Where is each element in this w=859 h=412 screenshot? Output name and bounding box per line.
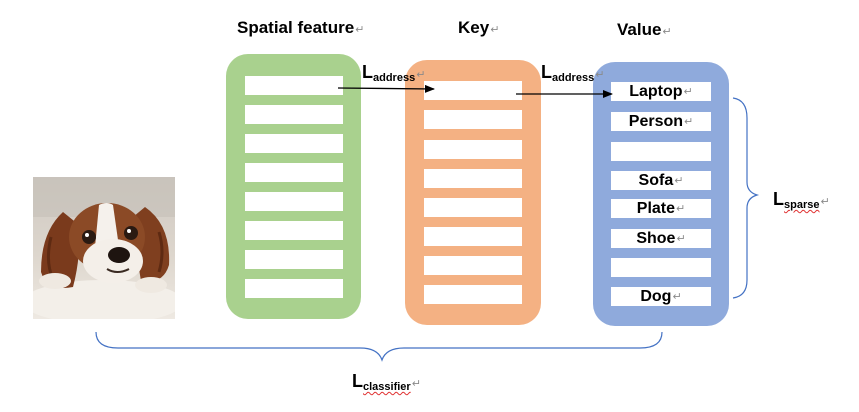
value-column: Laptop↵ Person↵ Sofa↵ Plate↵ Shoe↵ Dog↵ — [593, 62, 729, 326]
key-cell — [424, 285, 522, 304]
value-cell-dog: Dog↵ — [611, 287, 711, 306]
address-arrow-1 — [337, 84, 435, 93]
paragraph-mark: ↵ — [674, 175, 684, 187]
paragraph-mark: ↵ — [820, 196, 830, 208]
value-label: Sofa — [638, 171, 674, 189]
spatial-cell — [245, 221, 343, 240]
paragraph-mark: ↵ — [595, 69, 605, 81]
key-cell — [424, 81, 522, 100]
spatial-cell — [245, 250, 343, 269]
value-heading: Value↵ — [617, 20, 672, 40]
spatial-cell — [245, 163, 343, 182]
value-label: Laptop — [629, 82, 683, 100]
paragraph-mark: ↵ — [683, 86, 693, 98]
spatial-feature-heading-text: Spatial feature — [237, 18, 355, 37]
paragraph-mark: ↵ — [676, 233, 686, 245]
value-heading-text: Value — [617, 20, 662, 39]
paragraph-mark: ↵ — [676, 203, 686, 215]
value-label: Dog — [640, 287, 672, 305]
dog-photo — [33, 177, 175, 319]
paragraph-mark: ↵ — [416, 69, 426, 81]
dog-illustration — [33, 177, 175, 319]
paragraph-mark: ↵ — [684, 116, 694, 128]
value-cell-person: Person↵ — [611, 112, 711, 131]
spatial-feature-heading: Spatial feature↵ — [237, 18, 364, 38]
spatial-cell — [245, 134, 343, 153]
paragraph-mark: ↵ — [662, 26, 672, 38]
spatial-cell — [245, 76, 343, 95]
key-column — [405, 60, 541, 325]
value-cell-empty — [611, 142, 711, 161]
spatial-cell — [245, 105, 343, 124]
key-heading-text: Key — [458, 18, 490, 37]
paragraph-mark: ↵ — [355, 24, 365, 36]
key-cell — [424, 198, 522, 217]
spatial-feature-column — [226, 54, 361, 319]
value-label: Plate — [636, 199, 676, 217]
sparse-brace — [732, 97, 760, 299]
classifier-loss-label: Lclassifier↵ — [352, 371, 421, 393]
value-cell-sofa: Sofa↵ — [611, 171, 711, 190]
value-cell-empty — [611, 258, 711, 277]
key-cell — [424, 140, 522, 159]
value-label: Shoe — [636, 229, 676, 247]
value-label: Person — [628, 112, 684, 130]
key-cell — [424, 227, 522, 246]
spatial-cell — [245, 192, 343, 211]
sparse-loss-label: Lsparse↵ — [773, 189, 830, 211]
address-loss-label-2: Laddress↵ — [541, 62, 605, 84]
value-cell-laptop: Laptop↵ — [611, 82, 711, 101]
paragraph-mark: ↵ — [672, 291, 682, 303]
value-cell-shoe: Shoe↵ — [611, 229, 711, 248]
key-heading: Key↵ — [458, 18, 499, 38]
paragraph-mark: ↵ — [411, 378, 421, 390]
key-cell — [424, 256, 522, 275]
spatial-cell — [245, 279, 343, 298]
paragraph-mark: ↵ — [490, 24, 500, 36]
address-loss-label-1: Laddress↵ — [362, 62, 426, 84]
key-cell — [424, 169, 522, 188]
classifier-brace — [95, 331, 663, 362]
value-cell-plate: Plate↵ — [611, 199, 711, 218]
key-cell — [424, 110, 522, 129]
